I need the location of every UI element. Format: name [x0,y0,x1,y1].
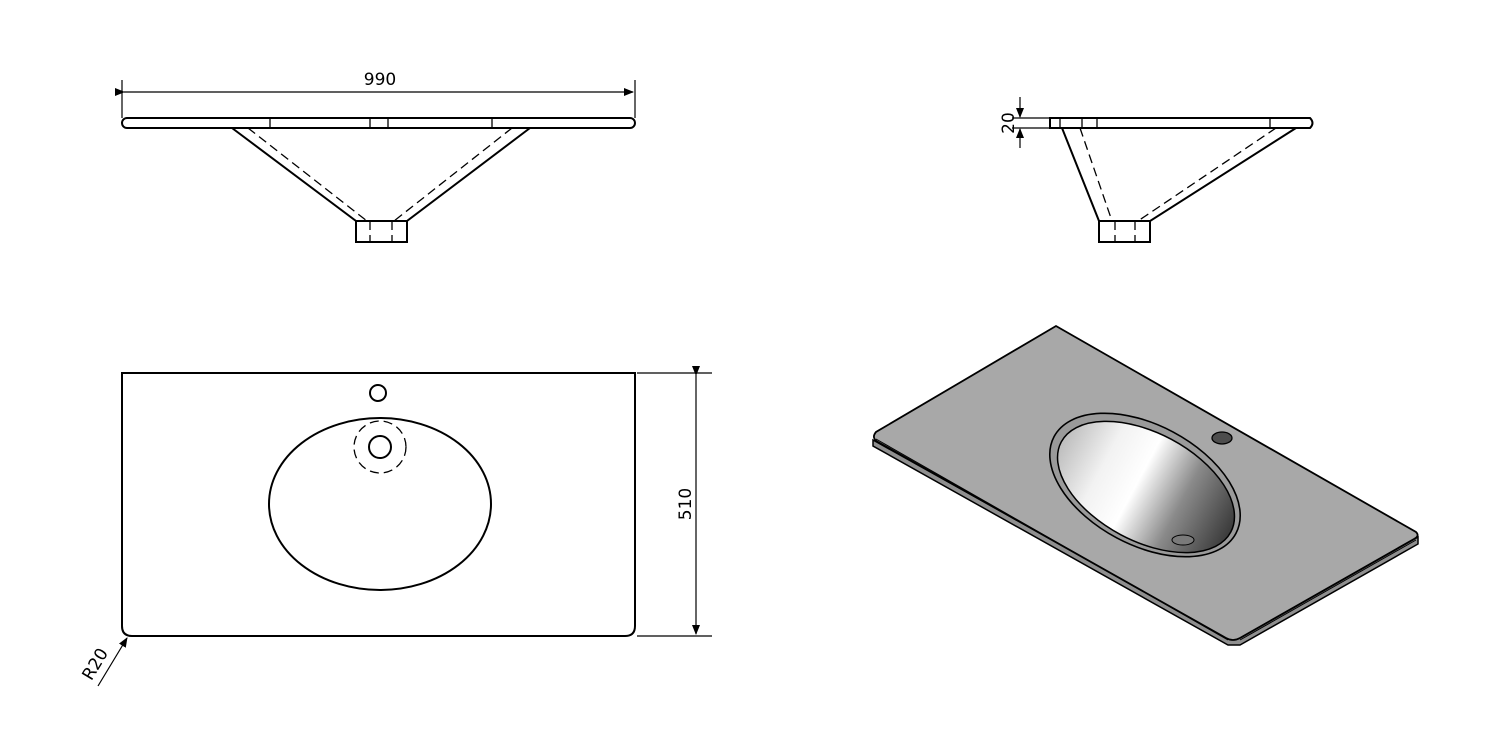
width-dimension-label: 990 [364,70,396,90]
faucet-hole [369,384,387,402]
depth-dimension-label: 510 [676,488,696,520]
radius-label: R20 [79,645,113,684]
side-slab [1049,117,1314,129]
front-view: 990 [115,70,636,243]
thickness-dimension-label: 20 [999,112,1019,134]
hidden-bowl-line [393,127,513,222]
drain-hidden-circle [353,420,407,474]
front-bowl-outline [231,127,531,243]
hidden-bowl-line [1137,127,1277,222]
isometric-view [872,324,1419,646]
basin-opening [268,417,492,591]
drain-hole [368,435,392,459]
basin-interior [1056,420,1236,554]
side-view: 20 [999,97,1314,243]
edge-line [1239,539,1417,641]
top-view: 510 R20 [79,366,712,687]
hidden-bowl-line [1079,127,1113,222]
front-slab [121,117,636,129]
edge-line [875,438,1229,641]
basin-drain [1171,534,1195,546]
side-bowl-outline [1061,127,1297,243]
countertop-outline [121,372,636,637]
iso-faucet-hole [1211,431,1233,445]
radius-leader [97,637,128,687]
hidden-bowl-line [247,127,368,222]
